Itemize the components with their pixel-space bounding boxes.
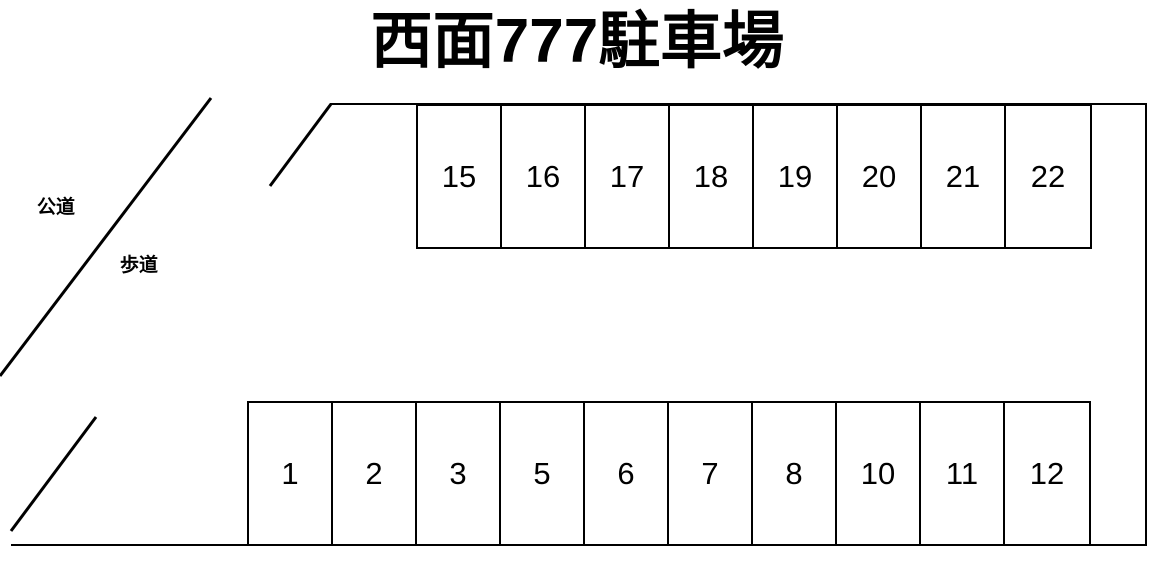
parking-stall[interactable]: 22 [1006, 106, 1090, 247]
parking-stall-number: 2 [365, 455, 383, 491]
parking-stall[interactable]: 1 [249, 403, 333, 544]
sidewalk-label: 歩道 [120, 255, 159, 276]
parking-stall[interactable]: 7 [669, 403, 753, 544]
public-road-label: 公道 [37, 197, 76, 218]
parking-stall-number: 1 [281, 455, 299, 491]
parking-stall[interactable]: 15 [418, 106, 502, 247]
parking-stall-number: 17 [609, 158, 645, 194]
parking-stall[interactable]: 10 [837, 403, 921, 544]
parking-stall-number: 19 [777, 158, 813, 194]
page-title: 西面777駐車場 [370, 7, 785, 76]
parking-stall-number: 16 [525, 158, 561, 194]
parking-stall-number: 20 [861, 158, 897, 194]
parking-row-top: 15 16 17 18 19 20 21 22 [416, 104, 1092, 249]
parking-stall-number: 6 [617, 455, 635, 491]
parking-stall[interactable]: 19 [754, 106, 838, 247]
parking-stall-number: 21 [945, 158, 981, 194]
parking-stall[interactable]: 8 [753, 403, 837, 544]
parking-stall[interactable]: 18 [670, 106, 754, 247]
parking-stall[interactable]: 17 [586, 106, 670, 247]
parking-stall[interactable]: 12 [1005, 403, 1089, 544]
parking-stall-number: 3 [449, 455, 467, 491]
parking-stall-number: 18 [693, 158, 729, 194]
parking-stall[interactable]: 11 [921, 403, 1005, 544]
parking-stall-number: 12 [1029, 455, 1065, 491]
lot-entrance-diagonal-line-bottom [9, 416, 98, 532]
parking-stall-number: 5 [533, 455, 551, 491]
public-road-diagonal-line [0, 97, 213, 377]
parking-stall-number: 7 [701, 455, 719, 491]
parking-stall[interactable]: 20 [838, 106, 922, 247]
lot-entrance-diagonal-line-top [268, 103, 333, 187]
parking-stall-number: 10 [860, 455, 896, 491]
parking-stall[interactable]: 2 [333, 403, 417, 544]
parking-stall-number: 11 [945, 455, 979, 491]
parking-stall[interactable]: 16 [502, 106, 586, 247]
parking-stall[interactable]: 5 [501, 403, 585, 544]
parking-stall-number: 22 [1030, 158, 1066, 194]
parking-stall[interactable]: 21 [922, 106, 1006, 247]
parking-stall[interactable]: 3 [417, 403, 501, 544]
parking-stall-number: 15 [441, 158, 477, 194]
parking-stall[interactable]: 6 [585, 403, 669, 544]
parking-stall-number: 8 [785, 455, 803, 491]
